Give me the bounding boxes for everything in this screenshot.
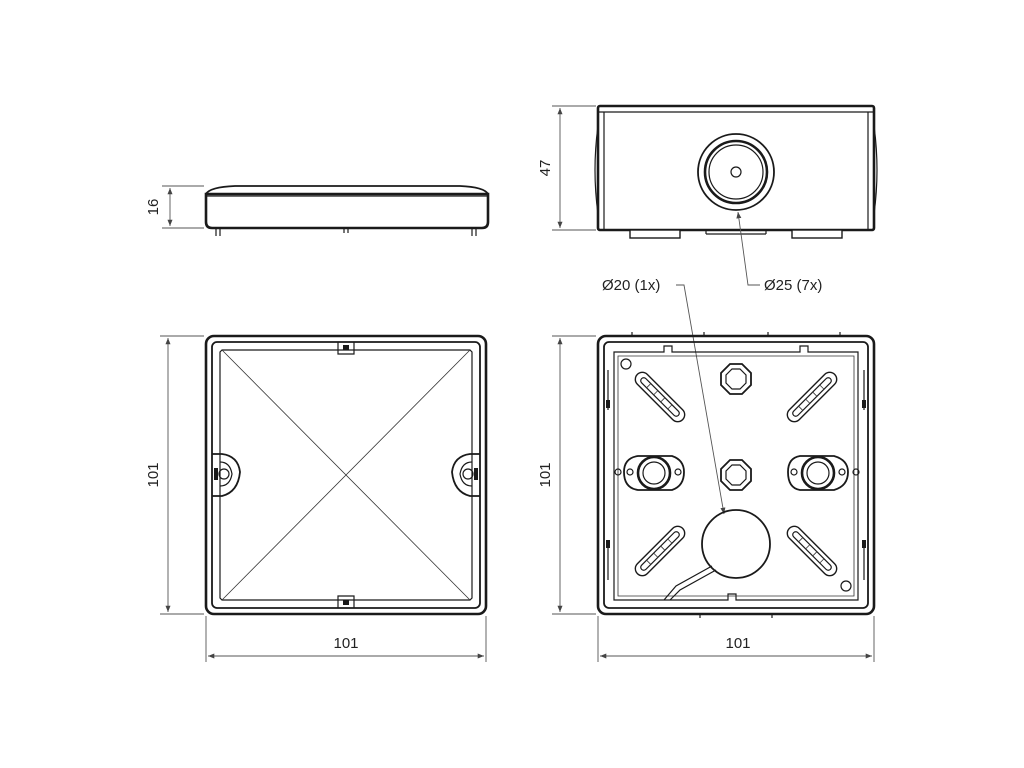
callout-20: Ø20 (1x) xyxy=(602,277,726,515)
knockout-25-outer xyxy=(697,133,775,211)
lid-side-view xyxy=(204,185,490,236)
lid-width-label: 101 xyxy=(333,635,358,652)
box-width-dimension: 101 xyxy=(597,616,875,662)
box-width-label: 101 xyxy=(725,635,750,652)
box-side-view xyxy=(594,104,878,239)
box-top-view xyxy=(596,332,876,618)
octagon-boss-top xyxy=(720,363,752,395)
lid-top-view xyxy=(204,334,488,616)
knockout-20 xyxy=(701,509,771,579)
slot-top-right xyxy=(786,371,838,423)
lid-side-label: 101 xyxy=(145,462,162,487)
lid-height-label: 16 xyxy=(145,199,162,216)
box-height-dimension: 47 xyxy=(537,105,596,231)
callout-25: Ø25 (7x) xyxy=(736,211,822,294)
box-height-label: 47 xyxy=(537,160,554,177)
slot-bottom-left xyxy=(634,525,686,577)
mounting-boss-right xyxy=(787,455,849,491)
mounting-boss-left xyxy=(623,455,685,491)
octagon-boss-middle xyxy=(720,459,752,491)
callout-25-label: Ø25 (7x) xyxy=(764,277,822,294)
lid-side-dimension: 101 xyxy=(145,335,204,615)
box-side-dimension: 101 xyxy=(537,335,596,615)
slot-bottom-right xyxy=(786,525,838,577)
callout-20-label: Ø20 (1x) xyxy=(602,277,660,294)
box-side-label: 101 xyxy=(537,462,554,487)
lid-height-dimension: 16 xyxy=(145,185,204,229)
slot-top-left xyxy=(634,371,686,423)
lid-width-dimension: 101 xyxy=(205,616,487,662)
